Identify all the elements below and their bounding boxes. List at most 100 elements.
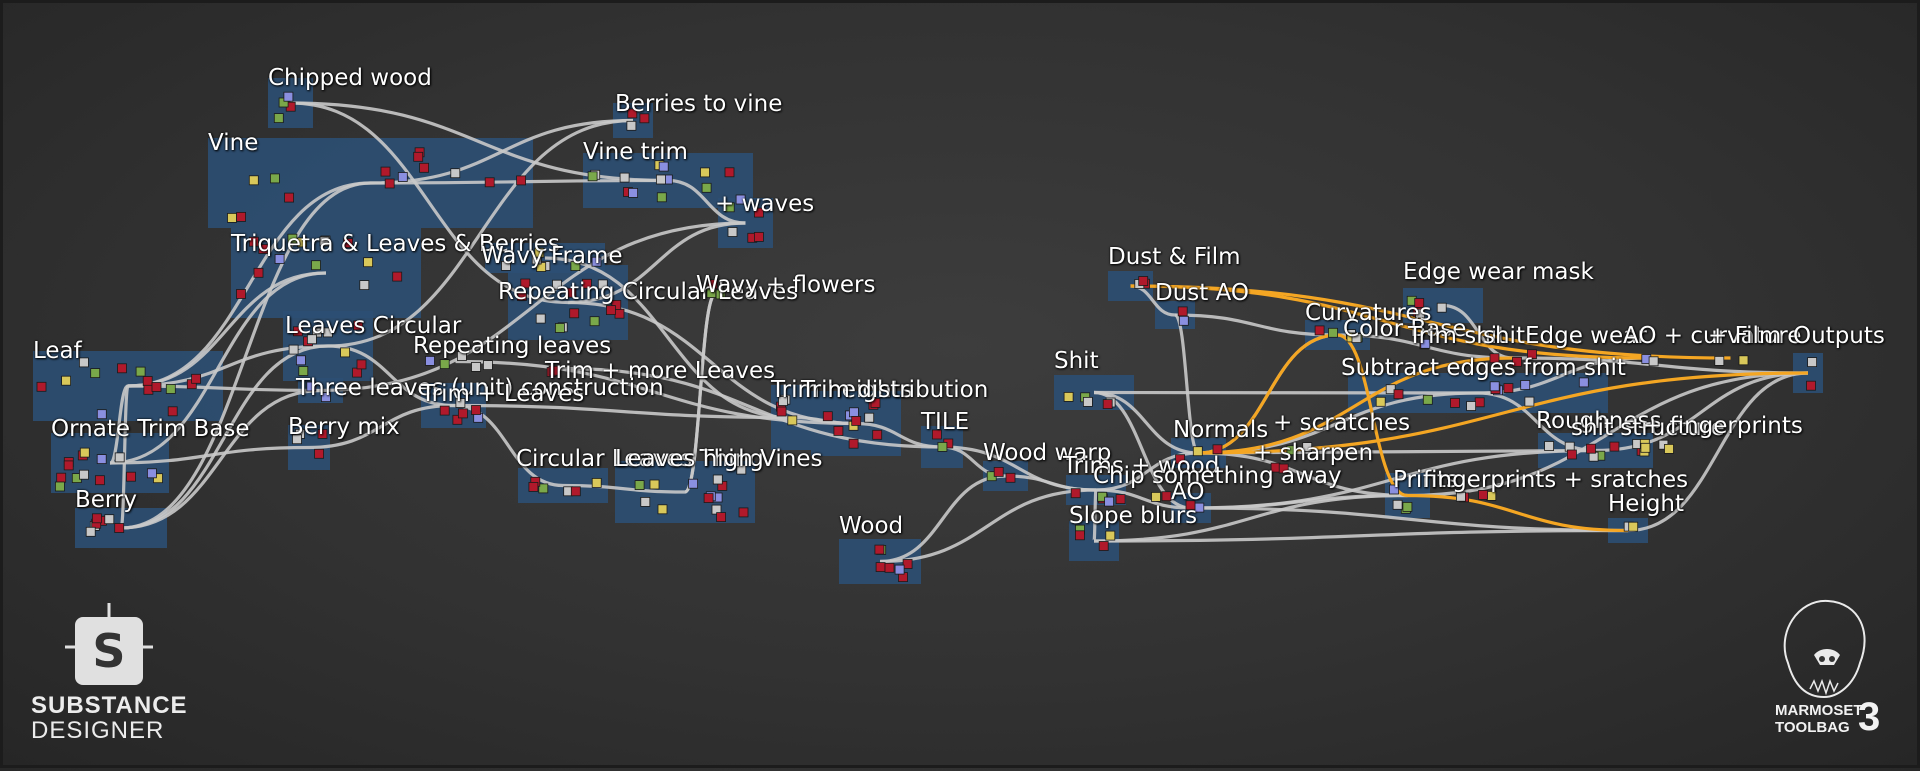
node-scratches-1[interactable] [1286, 445, 1297, 456]
node-circular-leaves-thing-4[interactable] [591, 477, 602, 488]
node-prints-2[interactable] [1389, 484, 1399, 495]
node-vine-trim-4[interactable] [735, 194, 746, 205]
node-triquetra-2[interactable] [274, 254, 285, 264]
node-dust-film-2[interactable] [1138, 276, 1149, 286]
node-vine-4[interactable] [248, 175, 259, 186]
node-trim-distribution-4[interactable] [849, 407, 859, 418]
node-leaf-13[interactable] [36, 381, 47, 392]
node-leaf-5[interactable] [191, 373, 202, 384]
node-outputs-1[interactable] [1807, 357, 1817, 368]
node-normals-2[interactable] [1192, 446, 1203, 457]
node-repeating-circular-leaves-8[interactable] [552, 279, 562, 290]
node-chip-something-0[interactable] [1115, 494, 1126, 505]
node-three-leaves-1[interactable] [306, 381, 317, 392]
node-waves-0[interactable] [727, 227, 738, 237]
node-repeating-leaves-4[interactable] [425, 355, 435, 366]
node-vine-8[interactable] [380, 166, 391, 177]
node-film-1[interactable] [1738, 355, 1749, 366]
node-leaf-1[interactable] [142, 376, 153, 386]
node-leaf-7[interactable] [96, 409, 107, 420]
node-dust-ao-0[interactable] [1177, 306, 1188, 317]
node-repeating-circular-leaves-9[interactable] [535, 313, 546, 324]
node-leaf-8[interactable] [143, 384, 154, 395]
node-vine-9[interactable] [450, 168, 461, 179]
node-prints-3[interactable] [1402, 501, 1413, 512]
node-wavy-frame-0[interactable] [501, 260, 511, 271]
node-subtract-edges-12[interactable] [1466, 401, 1476, 411]
node-wood-4[interactable] [874, 544, 885, 555]
node-repeating-leaves-1[interactable] [456, 351, 467, 361]
node-berry-5[interactable] [92, 513, 102, 524]
node-slope-blurs-3[interactable] [1075, 530, 1085, 541]
node-subtract-edges-11[interactable] [1393, 389, 1404, 400]
node-trim-heights-2[interactable] [787, 415, 798, 426]
node-wavy-frame-6[interactable] [534, 247, 545, 258]
node-chip-something-2[interactable] [1161, 491, 1172, 502]
node-leaves-circular-0[interactable] [353, 320, 364, 331]
node-trim-heights-3[interactable] [776, 406, 787, 417]
node-leaves-circular-5[interactable] [322, 327, 333, 338]
node-shit-edge-wear-1[interactable] [1512, 356, 1522, 367]
node-waves-3[interactable] [724, 202, 735, 213]
node-leaf-3[interactable] [167, 406, 178, 417]
node-berry-mix-2[interactable] [292, 434, 302, 445]
node-vine-trim-9[interactable] [587, 171, 598, 182]
node-leaves-circular-3[interactable] [288, 344, 299, 355]
node-repeating-circular-leaves-4[interactable] [614, 308, 625, 319]
node-trim-distribution-10[interactable] [870, 397, 881, 408]
node-trim-distribution-3[interactable] [864, 412, 875, 423]
node-wood-5[interactable] [884, 562, 895, 573]
node-triquetra-10[interactable] [248, 236, 259, 247]
node-tile-0[interactable] [932, 429, 942, 440]
node-berries-to-vine-0[interactable] [627, 108, 638, 119]
node-wavy-frame-5[interactable] [591, 256, 602, 267]
node-edge-wear-mask-0[interactable] [1436, 302, 1447, 313]
node-triquetra-5[interactable] [253, 267, 264, 278]
node-vine-11[interactable] [484, 177, 495, 188]
node-berry-6[interactable] [85, 526, 96, 537]
node-dust-ao-1[interactable] [1178, 315, 1189, 326]
node-triquetra-9[interactable] [297, 237, 307, 248]
node-ornate-trim-base-12[interactable] [79, 469, 89, 480]
node-curvatures-2[interactable] [1314, 325, 1325, 336]
node-outputs-0[interactable] [1806, 380, 1816, 391]
node-subtract-edges-10[interactable] [1503, 383, 1514, 394]
node-leaf-9[interactable] [117, 363, 127, 374]
node-subtract-edges-9[interactable] [1450, 397, 1460, 408]
node-height-1[interactable] [1628, 521, 1639, 532]
node-slope-blurs-2[interactable] [1105, 530, 1116, 541]
node-vine-7[interactable] [516, 175, 526, 186]
node-wavy-flowers-2[interactable] [715, 289, 726, 300]
node-trim-more-leaves-1[interactable] [548, 365, 559, 376]
node-leaves-circular-2[interactable] [295, 355, 306, 366]
node-ornate-trim-base-0[interactable] [56, 472, 67, 483]
node-berry-0[interactable] [114, 523, 125, 533]
node-repeating-leaves-0[interactable] [471, 361, 481, 372]
node-trim-leaves-4[interactable] [471, 405, 481, 415]
node-wood-3[interactable] [902, 559, 913, 569]
node-vine-trim-12[interactable] [658, 161, 669, 172]
node-repeating-circular-leaves-13[interactable] [520, 278, 531, 289]
node-circular-leaves-thing-5[interactable] [570, 486, 581, 497]
node-leaves-circular-11[interactable] [298, 366, 309, 376]
node-leaves-circular-4[interactable] [312, 327, 322, 338]
node-waves-2[interactable] [754, 207, 764, 218]
node-trim-distribution-8[interactable] [872, 429, 883, 440]
node-shit-2[interactable] [1083, 396, 1093, 407]
node-triquetra-7[interactable] [363, 257, 374, 268]
node-vine-1[interactable] [284, 192, 295, 203]
node-vine-trim-1[interactable] [656, 174, 666, 185]
node-waves-4[interactable] [754, 231, 764, 242]
node-subtract-edges-7[interactable] [1422, 394, 1433, 405]
node-repeating-leaves-2[interactable] [482, 360, 493, 371]
node-subtract-edges-4[interactable] [1520, 380, 1531, 390]
node-fingerprints-scratches-1[interactable] [1478, 489, 1488, 500]
node-shit-4[interactable] [1063, 391, 1074, 402]
node-ornate-trim-base-11[interactable] [79, 447, 90, 458]
node-leaves-high-vines-8[interactable] [712, 474, 723, 485]
node-trim-leaves-1[interactable] [452, 414, 463, 425]
node-shit-3[interactable] [1102, 399, 1113, 410]
node-chip-something-3[interactable] [1104, 496, 1114, 507]
node-wavy-flowers-1[interactable] [707, 279, 718, 290]
